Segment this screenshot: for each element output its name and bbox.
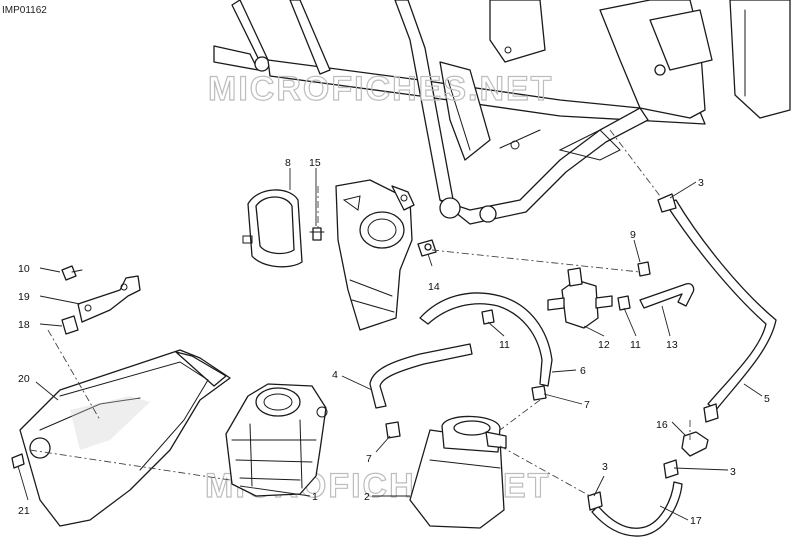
- clamp-3a: [657, 193, 677, 213]
- motorcycle-frame: [213, 0, 791, 225]
- intake-duct: [335, 179, 415, 331]
- hose-13: [639, 282, 695, 309]
- callouts: 8 15 10 19 18 14 9 11 12 11 13 6 7 4 7 3…: [18, 157, 770, 527]
- clamp-7b: [531, 385, 547, 401]
- part-15-bolt: [309, 227, 325, 241]
- callout-21: 21: [18, 505, 30, 517]
- callout-6: 6: [580, 365, 586, 377]
- callout-4: 4: [332, 369, 338, 381]
- clamp-7a: [385, 421, 401, 439]
- clamp-3b: [703, 403, 719, 423]
- leader-lines: [17, 168, 763, 521]
- clamp-3d: [587, 491, 603, 511]
- callout-5: 5: [764, 393, 770, 405]
- callout-3c: 3: [602, 461, 608, 473]
- callout-10: 10: [18, 263, 30, 275]
- part-2-canister: [409, 415, 507, 529]
- watermark-top: MICROFICHES.NET: [208, 70, 553, 108]
- part-8-cover: [242, 189, 303, 268]
- part-16-connector: [681, 431, 709, 457]
- callout-3b: 3: [730, 466, 736, 478]
- part-21-screw: [11, 453, 25, 469]
- drawing-code: IMP01162: [2, 5, 47, 16]
- callout-7a: 7: [366, 453, 372, 465]
- callout-7b: 7: [584, 399, 590, 411]
- callout-11a: 11: [499, 339, 510, 351]
- callout-14: 14: [428, 281, 440, 293]
- callout-19: 19: [18, 291, 30, 303]
- clamp-3c: [663, 459, 679, 479]
- callout-12: 12: [598, 339, 610, 351]
- callout-2: 2: [364, 491, 370, 503]
- callout-20: 20: [18, 373, 30, 385]
- callout-1: 1: [312, 491, 318, 503]
- callout-8: 8: [285, 157, 291, 169]
- callout-9: 9: [630, 229, 636, 241]
- callout-13: 13: [666, 339, 678, 351]
- callout-11b: 11: [630, 339, 641, 351]
- clamp-11a: [481, 309, 495, 325]
- callout-16: 16: [656, 419, 668, 431]
- hose-4: [369, 343, 473, 409]
- part-1-airbox: [225, 383, 328, 497]
- center-lines: [29, 129, 691, 497]
- callout-18: 18: [18, 319, 30, 331]
- clamp-9: [637, 261, 651, 277]
- part-12-valve: [547, 267, 613, 329]
- clamp-11b: [617, 295, 631, 311]
- part-14-fitting: [417, 239, 437, 257]
- hose-6: [419, 292, 553, 387]
- callout-15: 15: [309, 157, 321, 169]
- callout-17: 17: [690, 515, 702, 527]
- callout-3a: 3: [698, 177, 704, 189]
- hose-17: [591, 481, 683, 537]
- bracket-group: [61, 265, 141, 335]
- hose-5: [665, 199, 777, 411]
- part-20-fairing: [19, 349, 231, 527]
